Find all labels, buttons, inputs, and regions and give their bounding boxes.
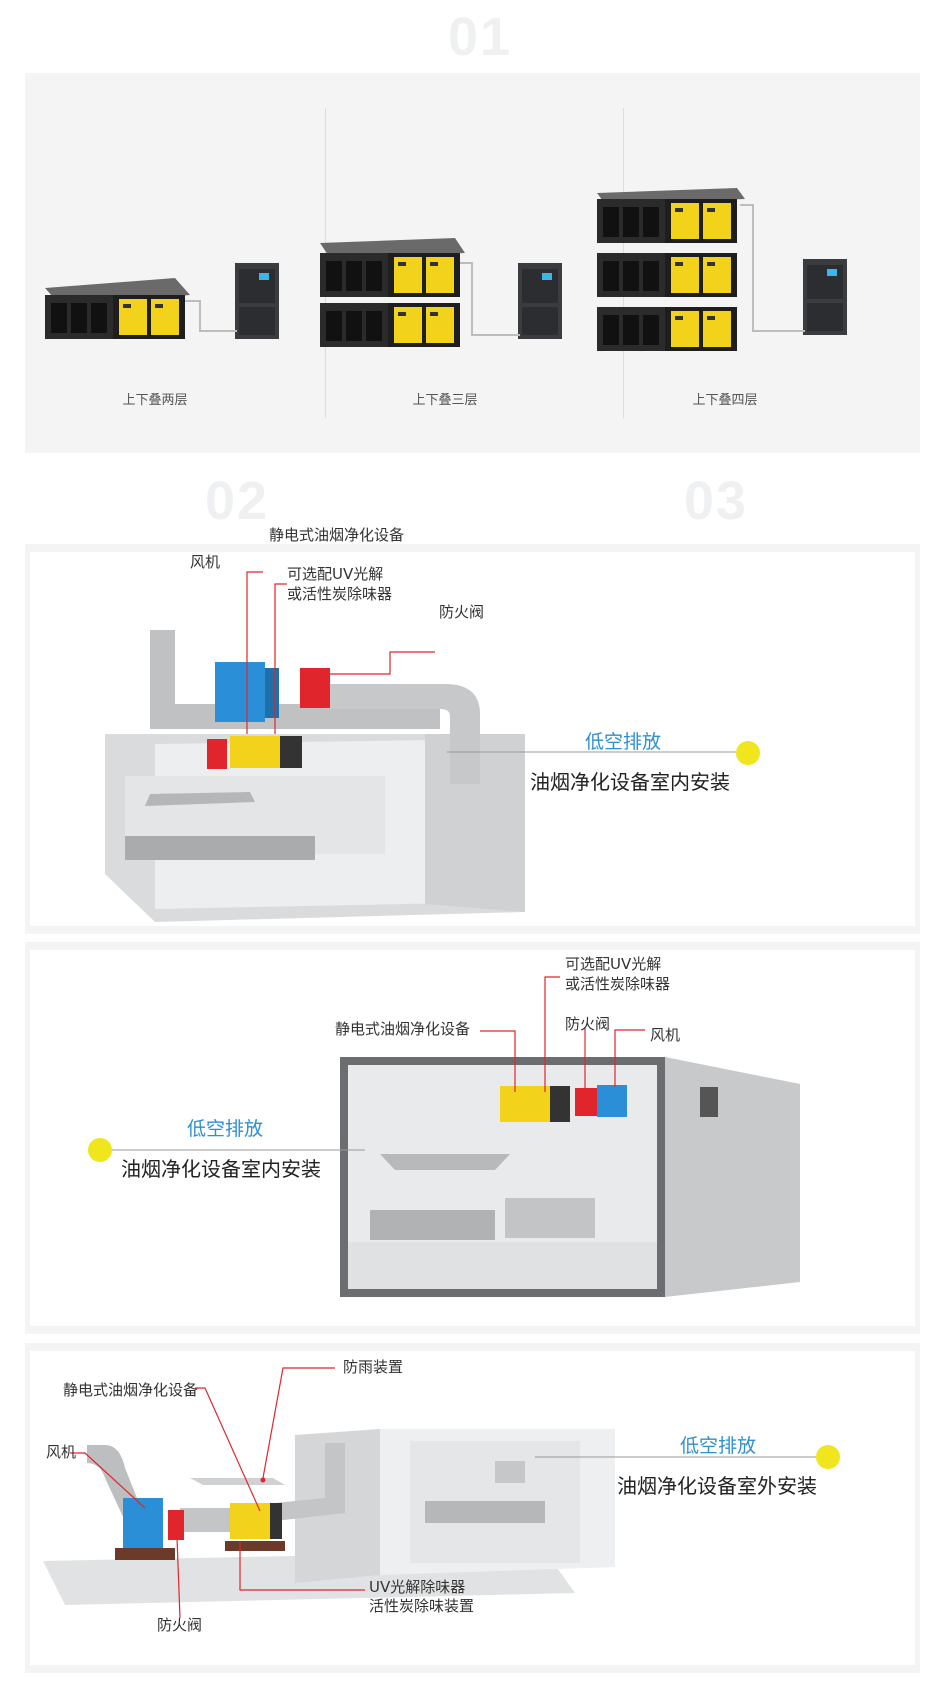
section-number-3: 03 xyxy=(684,471,749,531)
stack-options-panel: 上下叠两层 上下叠三层 上下叠四层 xyxy=(25,73,920,453)
label-fire-damper: 防火阀 xyxy=(565,1015,611,1033)
label-uv-option-line2: 或活性炭除味器 xyxy=(565,975,671,993)
caption-four-layer: 上下叠四层 xyxy=(692,393,758,408)
section-number-1: 01 xyxy=(448,7,513,67)
scene-subtitle: 油烟净化设备室外安装 xyxy=(617,1474,817,1498)
label-purifier: 静电式油烟净化设备 xyxy=(335,1020,471,1038)
label-fan: 风机 xyxy=(190,553,221,571)
label-fire-damper: 防火阀 xyxy=(439,603,485,621)
scene-indoor-1: 风机 静电式油烟净化设备 可选配UV光解 或活性炭除味器 防火阀 低空排放 油烟… xyxy=(25,526,920,934)
scene-title: 低空排放 xyxy=(584,731,662,753)
label-uv-option-line1: 可选配UV光解 xyxy=(565,955,662,973)
scene-subtitle: 油烟净化设备室内安装 xyxy=(530,770,730,794)
label-purifier: 静电式油烟净化设备 xyxy=(63,1381,199,1399)
caption-two-layer: 上下叠两层 xyxy=(122,393,188,408)
scene-title: 低空排放 xyxy=(186,1118,264,1140)
label-uv-deodorizer-line1: UV光解除味器 xyxy=(369,1578,466,1596)
label-fan: 风机 xyxy=(46,1443,77,1461)
caption-three-layer: 上下叠三层 xyxy=(412,393,478,408)
label-uv-deodorizer-line2: 活性炭除味装置 xyxy=(369,1597,475,1615)
indoor-installation-illustration-2 xyxy=(88,976,800,1297)
label-purifier: 静电式油烟净化设备 xyxy=(269,526,405,544)
label-uv-option-line1: 可选配UV光解 xyxy=(287,565,384,583)
scene-outdoor: 防雨装置 静电式油烟净化设备 风机 UV光解除味器 活性炭除味装置 防火阀 低空… xyxy=(25,1343,920,1673)
outdoor-installation-illustration xyxy=(43,1367,840,1619)
stacked-units-illustration xyxy=(45,188,847,351)
indoor-installation-illustration-1 xyxy=(105,571,760,922)
label-fan: 风机 xyxy=(650,1026,681,1044)
label-rain-cover: 防雨装置 xyxy=(343,1358,404,1376)
label-uv-option-line2: 或活性炭除味器 xyxy=(287,585,393,603)
scene-subtitle: 油烟净化设备室内安装 xyxy=(121,1157,321,1181)
scene-title: 低空排放 xyxy=(679,1435,757,1457)
scene-indoor-2: 可选配UV光解 或活性炭除味器 静电式油烟净化设备 防火阀 风机 低空排放 油烟… xyxy=(25,942,920,1334)
section-number-2: 02 xyxy=(205,471,270,531)
label-fire-damper: 防火阀 xyxy=(157,1616,203,1634)
